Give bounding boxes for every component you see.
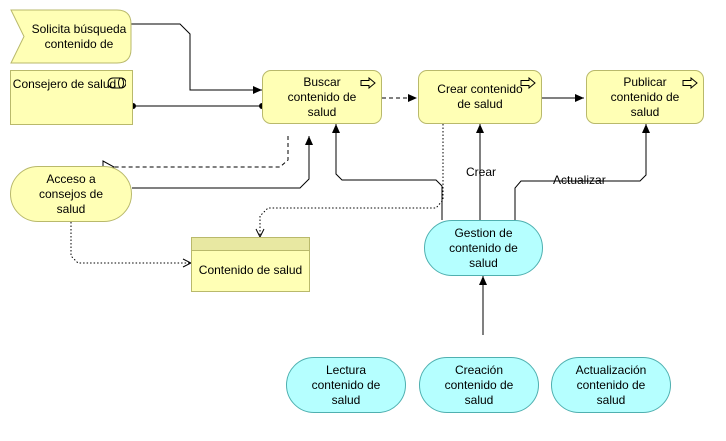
edge-gestion-buscar bbox=[332, 124, 443, 220]
edge-label-actualizar: Actualizar bbox=[553, 173, 606, 187]
acceso-consejos-service[interactable]: Acceso a consejos de salud bbox=[10, 166, 132, 222]
buscar-contenido-process[interactable]: Buscar contenido de salud bbox=[262, 70, 382, 124]
process-arrow-icon bbox=[520, 77, 536, 89]
contenido-label: Contenido de salud bbox=[198, 263, 303, 277]
edge-acceso-contenido bbox=[70, 222, 191, 263]
edge-label-crear: Crear bbox=[466, 165, 497, 179]
creacion-contenido-service[interactable]: Creación contenido de salud bbox=[419, 357, 539, 413]
lectura-contenido-service[interactable]: Lectura contenido de salud bbox=[286, 357, 406, 413]
publicar-label: Publicar contenido de salud bbox=[610, 74, 680, 119]
buscar-label: Buscar contenido de salud bbox=[287, 74, 357, 119]
edge-acceso-buscar bbox=[132, 136, 313, 189]
object-header-band bbox=[192, 238, 309, 251]
process-arrow-icon bbox=[360, 77, 376, 89]
solicita-busqueda-event[interactable]: Solicita búsqueda contenido de bbox=[30, 12, 128, 62]
role-icon bbox=[108, 77, 126, 89]
consejero-de-salud-role[interactable]: Consejero de salud bbox=[10, 70, 133, 125]
gestion-contenido-service[interactable]: Gestion de contenido de salud bbox=[424, 220, 543, 276]
edge-gestion-publicar bbox=[514, 124, 650, 220]
publicar-contenido-process[interactable]: Publicar contenido de salud bbox=[586, 70, 704, 124]
solicita-busqueda-label: Solicita búsqueda contenido de bbox=[31, 22, 127, 51]
edge-solicita-buscar bbox=[131, 23, 262, 94]
crear-label: Crear contenido de salud bbox=[437, 82, 523, 111]
crear-contenido-process[interactable]: Crear contenido de salud bbox=[418, 70, 542, 124]
edge-crear-contenido bbox=[260, 124, 444, 237]
edge-buscar-acceso bbox=[114, 136, 289, 167]
actualizacion-contenido-service[interactable]: Actualización contenido de salud bbox=[551, 357, 671, 413]
lectura-label: Lectura contenido de salud bbox=[311, 362, 381, 407]
contenido-de-salud-object[interactable]: Contenido de salud bbox=[191, 237, 310, 292]
creacion-label: Creación contenido de salud bbox=[444, 362, 514, 407]
gestion-label: Gestion de contenido de salud bbox=[449, 225, 518, 270]
acceso-label: Acceso a consejos de salud bbox=[38, 171, 104, 216]
process-arrow-icon bbox=[682, 77, 698, 89]
consejero-label: Consejero de salud bbox=[12, 77, 117, 91]
actualizacion-label: Actualización contenido de salud bbox=[575, 362, 647, 407]
